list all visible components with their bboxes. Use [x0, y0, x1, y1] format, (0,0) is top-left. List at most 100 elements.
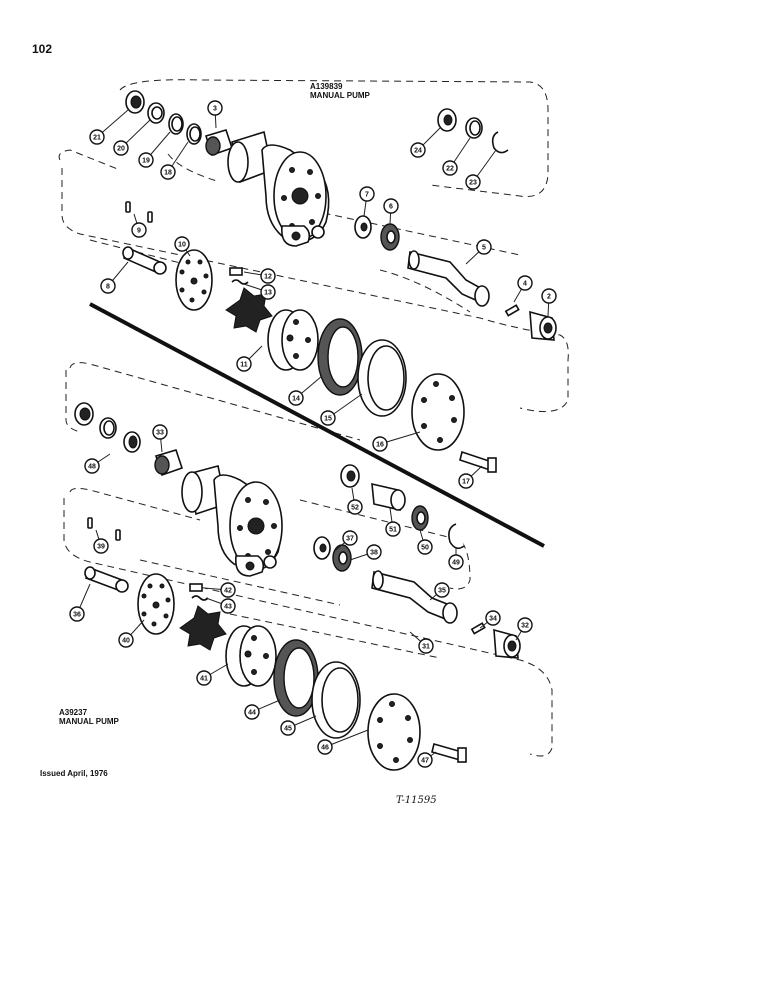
callout-39: 39: [93, 529, 109, 554]
thrust-bearing-6: [380, 223, 400, 251]
callout-number: 15: [324, 416, 332, 423]
callout-number: 45: [284, 726, 292, 733]
callout-number: 21: [93, 135, 101, 142]
callout-number: 40: [122, 638, 130, 645]
callout-4: 4: [513, 275, 533, 303]
assembly-label-top: A139839 MANUAL PUMP: [310, 82, 370, 100]
callout-number: 7: [365, 192, 369, 199]
callout-number: 49: [452, 560, 460, 567]
callout-bubble: [359, 186, 375, 202]
callout-bubble: [280, 720, 296, 736]
callout-bubble: [131, 222, 147, 238]
callout-bubble: [220, 582, 236, 598]
callout-number: 13: [264, 290, 272, 297]
spring-43: [191, 595, 209, 601]
callout-bubble: [417, 752, 433, 768]
snap-ring-23: [491, 131, 509, 154]
assembly-name: MANUAL PUMP: [310, 91, 370, 100]
bushing-3: [204, 129, 234, 157]
callout-2: 2: [541, 288, 557, 317]
drive-coupling-2: [529, 310, 557, 341]
callout-bubble: [541, 288, 557, 304]
callout-number: 4: [523, 281, 527, 288]
seal-20: [147, 102, 165, 124]
callout-bubble: [138, 152, 154, 168]
callout-number: 2: [547, 294, 551, 301]
callout-bubble: [93, 538, 109, 554]
drive-coupling-32: [493, 628, 521, 659]
callout-23: 23: [465, 149, 497, 190]
callout-number: 5: [482, 245, 486, 252]
callout-number: 20: [117, 146, 125, 153]
callout-bubble: [84, 458, 100, 474]
bushing-51: [371, 482, 406, 512]
ring-14: [317, 318, 363, 396]
callout-14: 14: [288, 375, 323, 406]
callout-bubble: [152, 424, 168, 440]
callout-33: 33: [152, 424, 168, 453]
callout-11: 11: [236, 345, 263, 372]
callout-number: 34: [489, 616, 497, 623]
callout-bubble: [160, 164, 176, 180]
callout-bubble: [207, 100, 223, 116]
callout-number: 11: [240, 362, 248, 369]
callout-bubble: [100, 278, 116, 294]
callout-bubble: [383, 198, 399, 214]
callout-bubble: [347, 499, 363, 515]
callout-bubble: [485, 610, 501, 626]
callout-number: 16: [376, 442, 384, 449]
nut-bottom-1: [74, 402, 94, 426]
bolt-47: [431, 743, 467, 763]
callout-3: 3: [207, 100, 223, 129]
callout-number: 32: [521, 623, 529, 630]
pin-4: [504, 304, 520, 317]
callout-bubble: [458, 473, 474, 489]
cover-16: [411, 373, 465, 451]
callout-number: 39: [97, 544, 105, 551]
callouts: 2120191832422237691012135428111415161733…: [69, 100, 557, 768]
callout-bubble: [118, 632, 134, 648]
separator-line: [89, 302, 545, 548]
ring-44: [273, 639, 319, 717]
callout-42: 42: [203, 582, 236, 598]
callout-40: 40: [118, 619, 145, 648]
assembly-part-number: A39237: [59, 708, 88, 717]
callout-7: 7: [359, 186, 375, 217]
callout-bubble: [220, 598, 236, 614]
nut-52: [340, 464, 360, 488]
callout-number: 18: [164, 170, 172, 177]
callout-50: 50: [417, 529, 433, 555]
callout-number: 48: [88, 464, 96, 471]
page-number: 102: [32, 42, 53, 56]
bushing-33: [154, 449, 184, 477]
assembly-part-number: A139839: [310, 82, 343, 91]
nut-24: [437, 108, 457, 132]
pin-34: [470, 622, 486, 635]
vane-12: [229, 267, 243, 276]
callout-bubble: [417, 539, 433, 555]
callout-number: 43: [224, 604, 232, 611]
callout-number: 8: [106, 284, 110, 291]
callout-24: 24: [410, 127, 441, 158]
rotor-41-star: [179, 605, 227, 651]
callout-bubble: [320, 410, 336, 426]
callout-bubble: [410, 142, 426, 158]
rotor-housing-11: [267, 309, 319, 371]
washer-7: [354, 215, 372, 239]
callout-number: 47: [421, 758, 429, 765]
ring-18: [186, 123, 202, 145]
callout-12: 12: [243, 268, 276, 284]
callout-number: 24: [414, 148, 422, 155]
callout-number: 35: [438, 588, 446, 595]
callout-15: 15: [320, 393, 363, 426]
callout-number: 41: [200, 676, 208, 683]
callout-bubble: [236, 356, 252, 372]
assembly-boundary-top: [58, 79, 569, 413]
pins-9: [125, 201, 153, 223]
callout-bubble: [69, 606, 85, 622]
vane-42: [189, 583, 203, 592]
callout-number: 51: [389, 527, 397, 534]
callout-5: 5: [465, 239, 492, 265]
plate-40: [137, 573, 175, 635]
thrust-bearing-38: [332, 544, 352, 572]
